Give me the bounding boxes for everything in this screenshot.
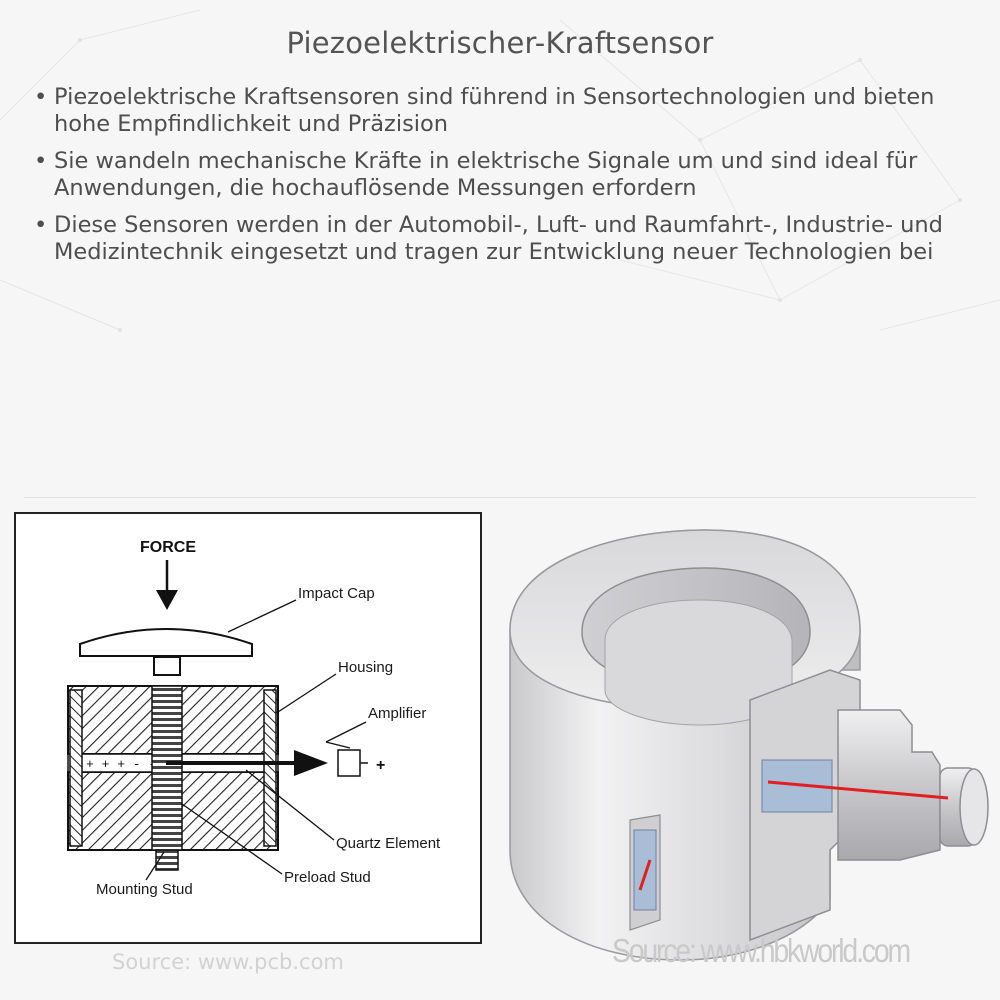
label-impact-cap: Impact Cap: [298, 585, 375, 602]
housing-wall-right: [263, 689, 277, 847]
bullet-list: •Piezoelektrische Kraftsensoren sind füh…: [30, 84, 980, 276]
bullet-marker: •: [34, 84, 48, 110]
bullet-text: Diese Sensoren werden in der Automobil-,…: [54, 212, 943, 265]
amplifier-box: [337, 749, 361, 777]
bullet-marker: •: [34, 148, 48, 174]
label-force: FORCE: [140, 539, 196, 556]
force-arrow-head: [156, 590, 178, 610]
bullet-text: Piezoelektrische Kraftsensoren sind führ…: [54, 84, 935, 137]
schematic-diagram: FORCE Impact Cap + + + - - - - - - - - -…: [67, 539, 441, 898]
ring-inner-wall: [604, 599, 793, 726]
bullet-text: Sie wandeln mechanische Kräfte in elektr…: [54, 148, 918, 201]
signal-line-right: [767, 780, 949, 800]
bullet-item: •Sie wandeln mechanische Kräfte in elekt…: [30, 148, 980, 202]
page-title: Piezoelektrischer-Kraftsensor: [286, 26, 714, 60]
label-housing: Housing: [338, 659, 393, 676]
connector-end: [959, 768, 989, 846]
housing-wall-left: [69, 689, 83, 847]
label-plus: +: [376, 757, 385, 774]
signal-arrow-head: [294, 750, 328, 776]
section-divider: [24, 497, 976, 498]
cutaway-illustration: [509, 529, 989, 961]
source-caption-right: Source: www.hbkworld.com: [612, 932, 911, 969]
quartz-element-left: [633, 829, 657, 911]
label-preload-stud: Preload Stud: [284, 869, 371, 886]
label-amplifier: Amplifier: [368, 705, 426, 722]
bullet-item: •Diese Sensoren werden in der Automobil-…: [30, 212, 980, 266]
cap-neck: [153, 656, 181, 676]
connector-housing: [837, 709, 941, 861]
label-quartz-element: Quartz Element: [336, 835, 441, 852]
background-network-texture: [0, 9, 1000, 332]
bullet-item: •Piezoelektrische Kraftsensoren sind füh…: [30, 84, 980, 138]
signal-line-left: [638, 859, 652, 891]
cutaway-illustration-panel: [500, 520, 1000, 980]
label-mounting-stud: Mounting Stud: [96, 881, 193, 898]
preload-stud: [151, 685, 183, 851]
schematic-diagram-panel: FORCE Impact Cap + + + - - - - - - - - -…: [14, 512, 482, 944]
impact-cap: [79, 628, 253, 657]
source-caption-left: Source: www.pcb.com: [112, 950, 344, 974]
bullet-marker: •: [34, 212, 48, 238]
